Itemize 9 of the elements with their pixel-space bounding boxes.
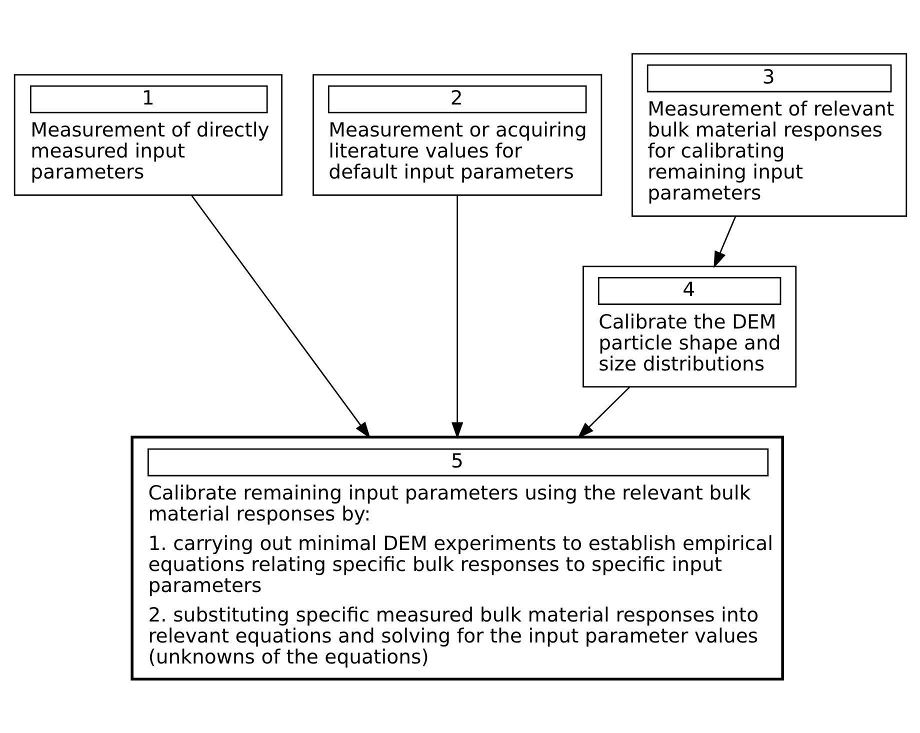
arrow	[450, 195, 463, 440]
node-box: 1 Measurement of directly measured input parameters	[13, 74, 282, 196]
arrow	[190, 194, 370, 439]
node-box: 3 Measurement of relevant bulk material responses for calibrating remaining input parameters	[631, 53, 907, 217]
arrow	[576, 386, 630, 439]
node-box: 5 Calibrate remaining input parameters using the relevant bulk material responses by: 1. carrying out minimal DEM experiments to establish empirical equations relating specific bulk responses to specific input parameters 2. substituting specific measured bulk material responses into relevant equations and solving for the input parameter values (unknowns of the equations)	[130, 436, 784, 681]
node-box: 2 Measurement or acquiring literature values for default input parameters	[312, 74, 602, 196]
arrow	[713, 216, 736, 268]
node-box: 4 Calibrate the DEM particle shape and size distributions	[582, 266, 796, 388]
